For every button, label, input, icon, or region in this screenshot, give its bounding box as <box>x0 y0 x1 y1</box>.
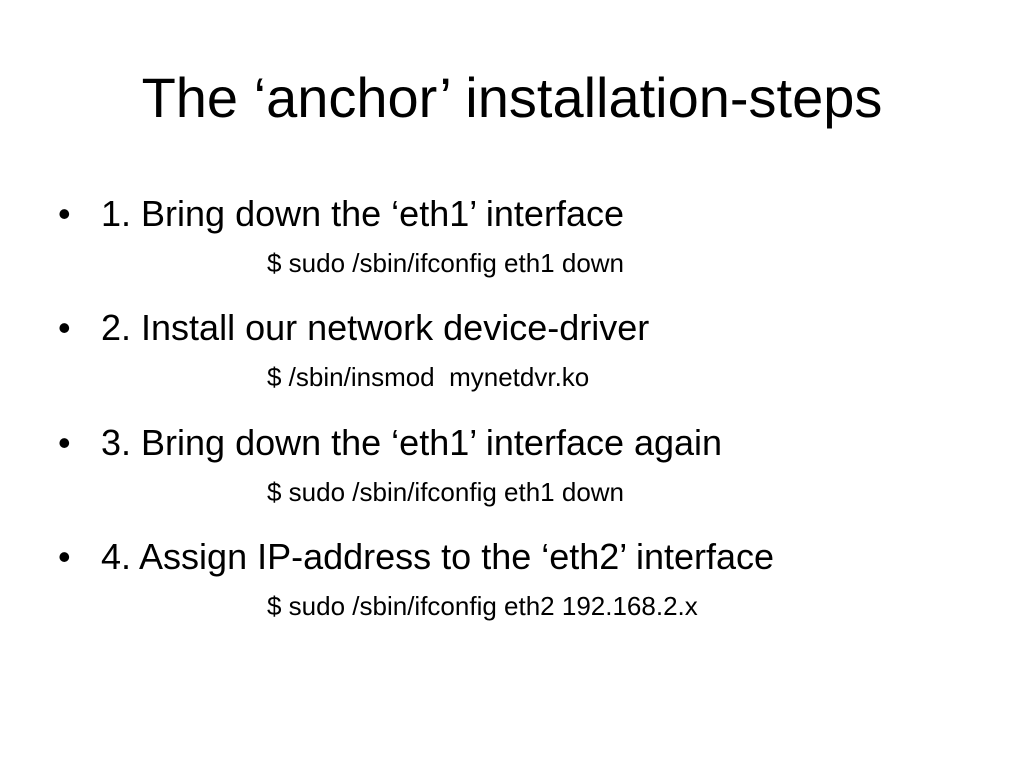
command-text: $ sudo /sbin/ifconfig eth2 192.168.2.x <box>267 591 698 621</box>
command-text: $ sudo /sbin/ifconfig eth1 down <box>267 248 625 278</box>
slide-title: The ‘anchor’ installation-steps <box>141 66 883 129</box>
step-item: • 1. Bring down the ‘eth1’ interface $ s… <box>0 192 1024 304</box>
step-text: 3. Bring down the ‘eth1’ interface again <box>101 422 723 463</box>
command-text: $ sudo /sbin/ifconfig eth1 down <box>267 477 625 507</box>
command-text: $ /sbin/insmod mynetdvr.ko <box>267 362 590 392</box>
step-text: 1. Bring down the ‘eth1’ interface <box>101 193 624 234</box>
bullet-icon: • <box>58 307 71 348</box>
bullet-icon: • <box>58 536 71 577</box>
bullet-icon: • <box>58 422 71 463</box>
step-text: 4. Assign IP-address to the ‘eth2’ inter… <box>101 536 775 577</box>
step-item: • 2. Install our network device-driver $… <box>0 306 1024 418</box>
step-text: 2. Install our network device-driver <box>101 307 650 348</box>
step-item: • 4. Assign IP-address to the ‘eth2’ int… <box>0 535 1024 647</box>
step-item: • 3. Bring down the ‘eth1’ interface aga… <box>0 421 1024 533</box>
bullet-icon: • <box>58 193 71 234</box>
